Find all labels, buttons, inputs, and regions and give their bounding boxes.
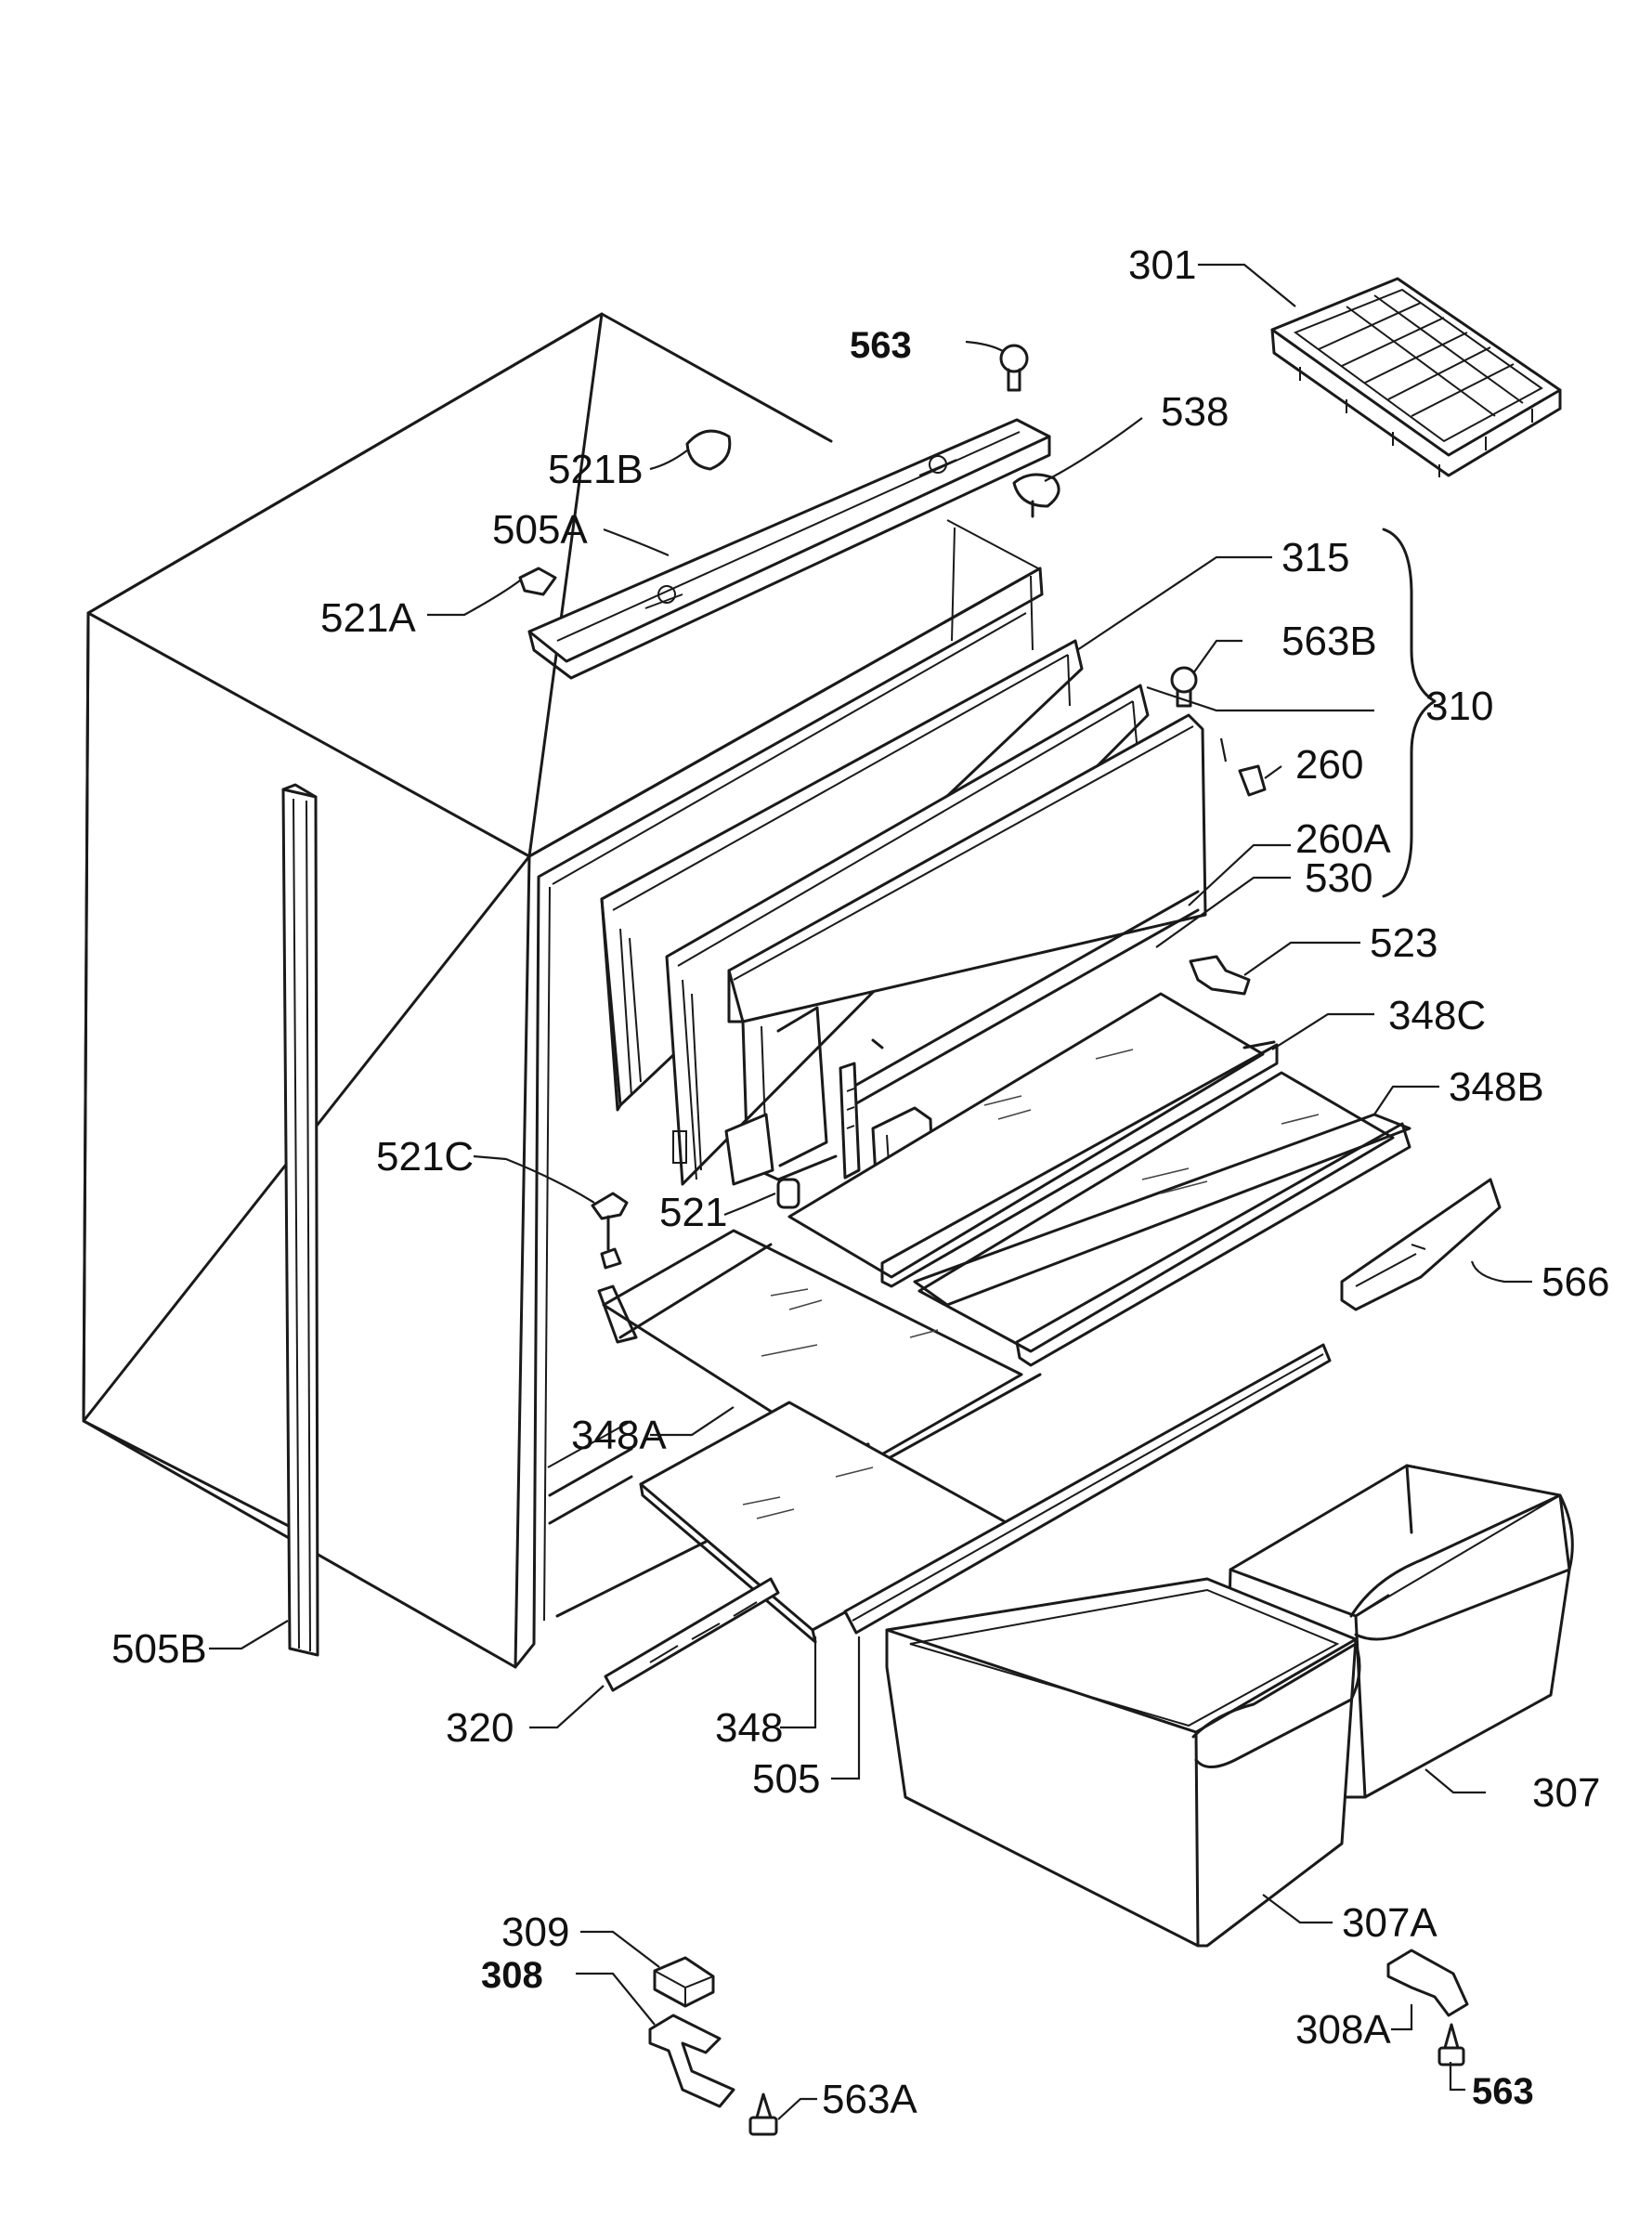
label-315: 315 bbox=[1281, 535, 1349, 580]
screw-563-top bbox=[999, 344, 1029, 392]
bottom-hinge-308a bbox=[1386, 1949, 1469, 2017]
leader-lines bbox=[209, 263, 1532, 2120]
freezer-door-bottom-block bbox=[724, 1038, 884, 1186]
clip-260 bbox=[1238, 764, 1267, 797]
cabinet-body bbox=[82, 312, 1044, 1669]
spacer-309 bbox=[653, 1956, 715, 2008]
label-307: 307 bbox=[1532, 1770, 1600, 1816]
label-523: 523 bbox=[1370, 920, 1437, 966]
label-348a: 348A bbox=[571, 1413, 667, 1458]
ice-tray-301 bbox=[1270, 277, 1562, 477]
label-505: 505 bbox=[752, 1756, 820, 1802]
screw-563a bbox=[748, 2092, 778, 2136]
latch-521 bbox=[776, 1178, 800, 1209]
label-563b: 563B bbox=[1281, 619, 1377, 664]
label-530: 530 bbox=[1305, 855, 1372, 901]
label-260a: 260A bbox=[1295, 816, 1391, 862]
divider-566 bbox=[1340, 1178, 1502, 1311]
label-348c: 348C bbox=[1388, 993, 1486, 1038]
label-308: 308 bbox=[481, 1955, 543, 1996]
label-521b: 521B bbox=[548, 447, 644, 492]
shelf-348 bbox=[639, 1401, 1009, 1644]
hinge-pin-521c bbox=[591, 1192, 629, 1270]
label-310: 310 bbox=[1425, 684, 1493, 729]
label-563a: 563A bbox=[822, 2077, 917, 2122]
label-260: 260 bbox=[1295, 742, 1363, 788]
label-521c: 521C bbox=[376, 1134, 474, 1180]
cap-521a bbox=[518, 567, 557, 596]
hinge-pin-538 bbox=[1012, 473, 1060, 518]
label-308a: 308A bbox=[1295, 2007, 1391, 2053]
label-301: 301 bbox=[1128, 242, 1196, 288]
label-566: 566 bbox=[1541, 1259, 1609, 1305]
shelf-348b bbox=[913, 1071, 1411, 1367]
brace-310 bbox=[1382, 528, 1437, 898]
label-348: 348 bbox=[715, 1705, 783, 1751]
gasket-strip-505b bbox=[281, 783, 319, 1657]
label-521: 521 bbox=[659, 1190, 727, 1235]
label-320: 320 bbox=[446, 1705, 514, 1751]
shelf-348c bbox=[787, 992, 1279, 1288]
shelf-rail-505 bbox=[843, 1343, 1332, 1635]
part-labels: 301 563 538 521B 505A 521A 315 563B 310 … bbox=[111, 242, 1609, 2122]
label-505a: 505A bbox=[492, 507, 588, 553]
label-563-bottom: 563 bbox=[1472, 2071, 1534, 2112]
shelf-348a bbox=[597, 1229, 1042, 1480]
screw-563-bottom bbox=[1437, 2023, 1465, 2066]
freezer-door-panel bbox=[727, 713, 1207, 1181]
top-hinge-plate-505a bbox=[527, 418, 1051, 680]
cap-521b bbox=[685, 429, 732, 471]
label-348b: 348B bbox=[1449, 1064, 1544, 1110]
crisper-drawer-307a bbox=[885, 1577, 1361, 1948]
label-521a: 521A bbox=[320, 595, 416, 641]
label-309: 309 bbox=[501, 1910, 569, 1955]
bottom-hinge-308 bbox=[648, 2014, 735, 2108]
label-307a: 307A bbox=[1342, 1900, 1437, 1946]
shelf-support-320 bbox=[604, 1577, 780, 1692]
damper-part bbox=[839, 1062, 861, 1180]
label-538: 538 bbox=[1161, 389, 1229, 435]
label-505b: 505B bbox=[111, 1626, 207, 1672]
clip-523 bbox=[1189, 955, 1251, 996]
door-strip-530 bbox=[843, 890, 1200, 1112]
label-563-top: 563 bbox=[850, 325, 912, 366]
